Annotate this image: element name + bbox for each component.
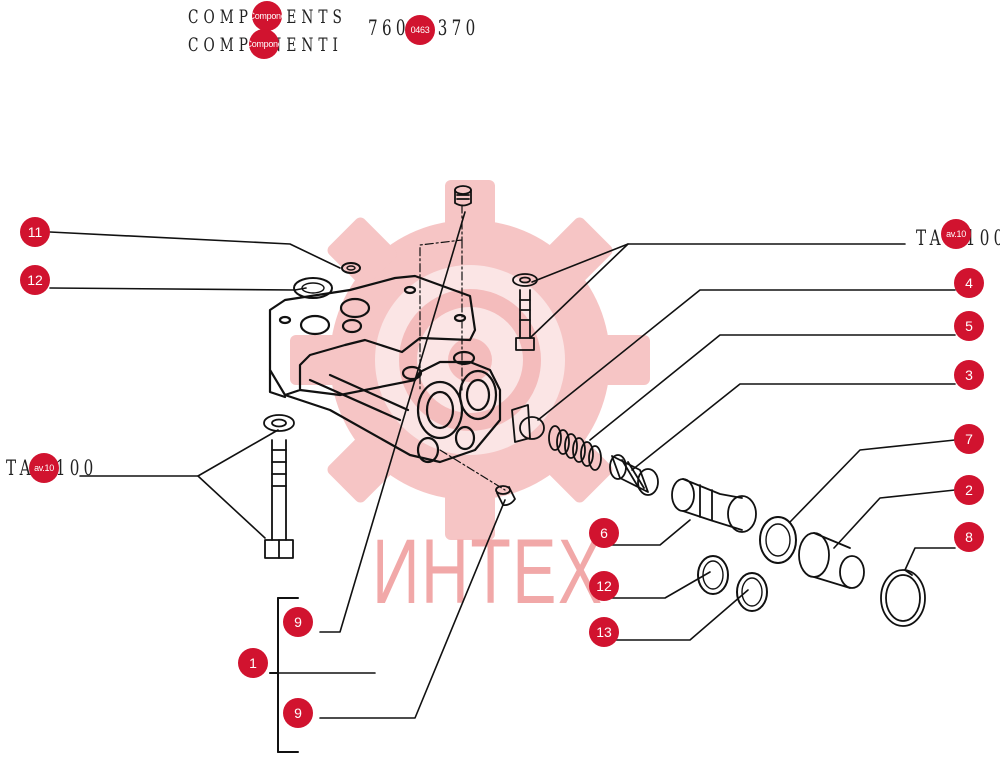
callout-badge[interactable]: 13 — [589, 617, 619, 647]
callout-badge[interactable]: 4 — [954, 268, 984, 298]
o-ring-top — [293, 277, 333, 299]
piston — [671, 478, 757, 533]
small-washer — [341, 262, 361, 274]
spring — [548, 425, 602, 471]
spring-housing — [609, 454, 659, 496]
reference-badge-left[interactable]: av.10 — [29, 453, 59, 483]
end-plug — [798, 532, 865, 589]
valve-body-housing — [268, 274, 502, 464]
grub-screw-top — [454, 185, 472, 207]
callout-badge[interactable]: 1 — [238, 648, 268, 678]
callout-badge[interactable]: 2 — [954, 475, 984, 505]
callout-badge[interactable]: 6 — [589, 518, 619, 548]
header-overlay-badge-3[interactable]: 0463 — [405, 15, 435, 45]
bolt-top-right — [512, 273, 538, 351]
poppet-seat — [511, 404, 545, 443]
callout-badge[interactable]: 12 — [20, 265, 50, 295]
piston-ring — [759, 516, 797, 564]
callout-badge[interactable]: 7 — [954, 424, 984, 454]
header-overlay-badge-1[interactable]: Compone — [252, 1, 282, 31]
callout-badge[interactable]: 9 — [283, 607, 313, 637]
snap-ring — [880, 569, 926, 627]
assembly-bracket — [269, 597, 299, 753]
bolt-left — [263, 414, 295, 559]
leader-lines — [49, 211, 956, 719]
watermark-text: ИНТЕХ — [372, 521, 604, 623]
callout-badge[interactable]: 5 — [954, 311, 984, 341]
callout-badge[interactable]: 8 — [954, 522, 984, 552]
callout-badge[interactable]: 12 — [589, 571, 619, 601]
center-lines — [419, 204, 506, 491]
reference-badge-top-right[interactable]: av.10 — [941, 219, 971, 249]
callout-badge[interactable]: 3 — [954, 360, 984, 390]
callout-badge[interactable]: 11 — [20, 217, 50, 247]
grub-screw-bottom — [495, 485, 516, 507]
header-overlay-badge-2[interactable]: Compone — [249, 29, 279, 59]
callout-badge[interactable]: 9 — [283, 698, 313, 728]
o-ring-lower — [697, 555, 729, 595]
backup-ring — [736, 572, 768, 612]
